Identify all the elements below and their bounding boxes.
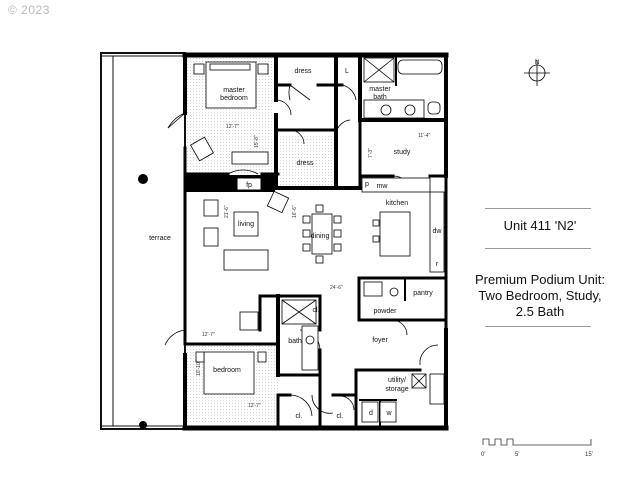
label-closet-bed: cl. — [296, 413, 303, 420]
label-study: study — [394, 149, 411, 156]
terrace-area — [100, 52, 186, 430]
label-pantry: pantry — [413, 290, 433, 297]
scale-label-0: 0' — [481, 452, 485, 458]
label-washer: w — [385, 410, 392, 417]
divider-top — [485, 208, 591, 209]
label-terrace: terrace — [149, 235, 171, 242]
dim-living-h: 21'-6" — [224, 205, 230, 218]
dim-master-h: 15'-8" — [254, 135, 260, 148]
dim-study-h: 7'-3" — [368, 148, 374, 158]
label-utility-2: storage — [385, 386, 408, 393]
label-closet-hall: cl. — [337, 413, 344, 420]
label-bath: bath — [288, 338, 302, 345]
label-linen: L — [345, 68, 349, 75]
dimension-labels: 12'-7" 15'-8" 11'-4" 7'-3" 21'-6" 16'-6"… — [196, 124, 431, 409]
label-pantry-p: p — [365, 181, 369, 188]
scale-label-15: 15' — [585, 452, 593, 458]
label-dress-mid: dress — [296, 160, 314, 167]
label-master-bedroom-2: bedroom — [220, 95, 248, 102]
dim-lower-w: 12'-7" — [202, 332, 215, 338]
dim-master-w: 12'-7" — [226, 124, 239, 130]
terrace-column — [138, 174, 148, 184]
label-dining: dining — [311, 233, 330, 240]
label-dress-top: dress — [294, 68, 312, 75]
scale-bar: 0' 5' 15' — [481, 438, 593, 458]
label-dryer: d — [369, 410, 373, 417]
compass-label: N — [535, 60, 539, 66]
dim-bed-w: 12'-7" — [248, 403, 261, 409]
unit-title: Unit 411 'N2' — [503, 218, 577, 233]
label-refrigerator: r — [436, 261, 439, 268]
dim-bed-h: 10'-10" — [196, 360, 202, 376]
copyright-text: © 2023 — [8, 3, 50, 17]
scale-label-5: 5' — [515, 452, 519, 458]
label-utility: utility/ — [388, 377, 406, 384]
label-microwave: mw — [377, 183, 389, 190]
description-line-1: Premium Podium Unit: — [474, 272, 606, 287]
dress-floor — [278, 135, 336, 185]
label-closet-bath: cl. — [313, 307, 320, 314]
label-dishwasher: dw — [433, 228, 443, 235]
walls — [182, 52, 449, 431]
label-living: living — [238, 221, 254, 228]
terrace-column — [139, 421, 147, 429]
label-fireplace: fp — [246, 182, 252, 189]
label-powder: powder — [374, 308, 398, 315]
label-kitchen: kitchen — [386, 200, 408, 207]
divider-mid — [485, 248, 591, 249]
dim-main-w: 24'-6" — [330, 285, 343, 291]
label-master-bath-2: bath — [373, 94, 387, 101]
label-master-bath: master — [369, 86, 391, 93]
description-line-3: 2.5 Bath — [515, 304, 565, 319]
label-bedroom: bedroom — [213, 367, 241, 374]
label-master-bedroom: master — [223, 87, 245, 94]
dim-dining-h: 16'-6" — [292, 205, 298, 218]
label-foyer: foyer — [372, 337, 388, 344]
unit-description: Premium Podium Unit: Two Bedroom, Study,… — [462, 272, 618, 320]
room-labels: master bedroom dress L master bath dress… — [149, 68, 442, 420]
furniture — [190, 57, 445, 423]
north-compass-icon: N — [524, 60, 550, 86]
divider-bottom — [485, 326, 591, 327]
description-line-2: Two Bedroom, Study, — [478, 288, 602, 303]
dim-study-w: 11'-4" — [418, 133, 431, 139]
